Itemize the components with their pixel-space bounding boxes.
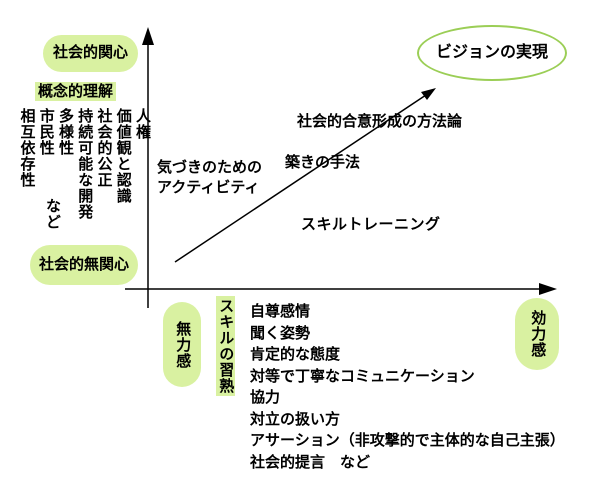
skill-item-cooperation: 協力 bbox=[250, 389, 281, 406]
bubble-vision: ビジョンの実現 bbox=[417, 25, 567, 81]
skill-item-assertion: アサーション（非攻撃的で主体的な自己主張） bbox=[250, 432, 565, 449]
column-sustainable-dev: 持続可能な開発 bbox=[76, 108, 94, 220]
conceptual-understanding-heading: 概念的理解 bbox=[35, 82, 117, 102]
bubble-social-apathy-label: 社会的無関心 bbox=[38, 255, 129, 273]
growth-arrow bbox=[174, 88, 436, 263]
bubble-efficacy-label: 効力感 bbox=[529, 310, 547, 358]
column-interdependence: 相互依存性 bbox=[18, 108, 36, 188]
horizontal-axis bbox=[125, 283, 557, 295]
column-diversity: 多様性 bbox=[57, 108, 74, 156]
vertical-axis bbox=[142, 27, 154, 308]
awareness-activity-line1: 気づきのための bbox=[157, 159, 263, 176]
concept-columns: 人権 価値観と認識 社会的公正 持続可能な開発 多様性 市民性 相互依存性 bbox=[16, 108, 152, 248]
skill-item-self-esteem: 自尊感情 bbox=[250, 303, 311, 320]
bubble-efficacy: 効力感 bbox=[515, 298, 559, 370]
consensus-method-label: 社会的合意形成の方法論 bbox=[297, 113, 463, 130]
bubble-powerlessness: 無力感 bbox=[163, 302, 201, 387]
bubble-social-interest: 社会的関心 bbox=[43, 35, 138, 72]
concept-etc-label: など bbox=[44, 198, 61, 230]
skill-item-conflict: 対立の扱い方 bbox=[250, 410, 341, 428]
column-values: 価値観と認識 bbox=[114, 108, 132, 204]
column-human-rights: 人権 bbox=[134, 108, 151, 140]
bubble-powerlessness-label: 無力感 bbox=[174, 320, 192, 369]
skill-mastery-heading: スキルの習熟 bbox=[216, 296, 236, 396]
skill-item-listening: 聞く姿勢 bbox=[250, 324, 311, 342]
skill-item-positive-attitude: 肯定的な態度 bbox=[250, 346, 341, 363]
bubble-social-interest-label: 社会的関心 bbox=[52, 44, 128, 62]
bubble-social-apathy: 社会的無関心 bbox=[30, 245, 138, 285]
skill-item-advocacy: 社会的提言 など bbox=[250, 453, 371, 471]
awareness-activity-label: 気づきのための アクティビティ bbox=[157, 158, 262, 198]
bubble-vision-label: ビジョンの実現 bbox=[435, 44, 548, 62]
skills-list: 自尊感情 聞く姿勢 肯定的な態度 対等で丁寧なコミュニケーション 協力 対立の扱… bbox=[250, 300, 565, 472]
skill-item-communication: 対等で丁寧なコミュニケーション bbox=[250, 367, 475, 385]
skill-training-label: スキルトレーニング bbox=[301, 216, 441, 233]
building-method-label: 築きの手法 bbox=[285, 154, 361, 171]
awareness-activity-line2: アクティビティ bbox=[157, 179, 260, 196]
column-social-justice: 社会的公正 bbox=[95, 108, 113, 188]
column-citizenship: 市民性 bbox=[37, 108, 55, 156]
